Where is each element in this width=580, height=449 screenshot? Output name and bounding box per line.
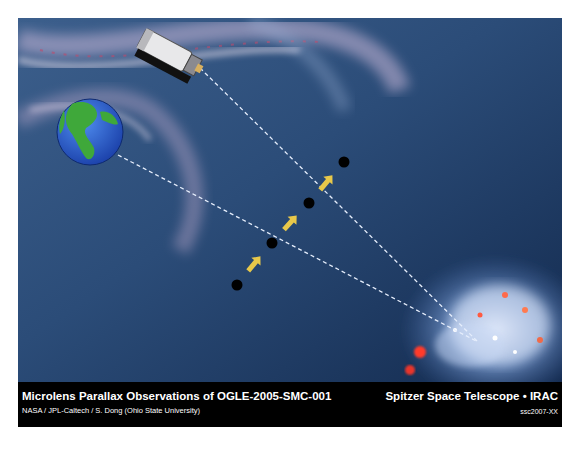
motion-arrow [316,171,337,193]
earth-globe [57,99,123,165]
earth-sight-line [118,155,478,342]
arrow-shape [244,252,265,274]
motion-arrow [280,212,302,234]
galaxy-arm [18,28,400,90]
spitzer-sight-line [200,68,478,342]
red-nebula [522,307,528,313]
telescope-aperture [136,28,153,51]
sight-lines [118,68,478,342]
motion-arrow [244,252,265,274]
milky-way-arms [18,20,400,250]
lens-path [232,157,350,291]
arrow-shape [316,171,337,193]
star [493,336,498,341]
caption-band [18,382,562,427]
red-nebula [405,365,415,375]
spitzer-telescope [133,28,207,86]
continent [59,110,65,134]
galaxy-arm [250,20,345,110]
star [513,350,517,354]
arrow-shape [280,212,302,234]
red-nebula [537,337,543,343]
bus-detail [194,63,203,73]
cloud-core [435,323,505,367]
mission-label: Spitzer Space Telescope • IRAC [385,390,558,403]
space-background [18,18,562,382]
continent [100,112,118,125]
credit-line: NASA / JPL-Caltech / S. Dong (Ohio State… [22,407,200,416]
lens-position [232,280,243,291]
image-id: ssc2007-XX [520,408,558,416]
continent [66,102,97,159]
small-magellanic-cloud [400,255,562,382]
red-nebula [478,313,483,318]
earth [57,99,123,165]
solar-panel [134,49,191,84]
galaxy-arm [18,98,194,250]
red-nebula [502,292,508,298]
lens-position [339,157,350,168]
lens-position [267,238,278,249]
caption-title: Microlens Parallax Observations of OGLE-… [22,390,331,403]
red-nebula [414,346,426,358]
lens-position [304,198,315,209]
cloud-glow [400,255,562,382]
